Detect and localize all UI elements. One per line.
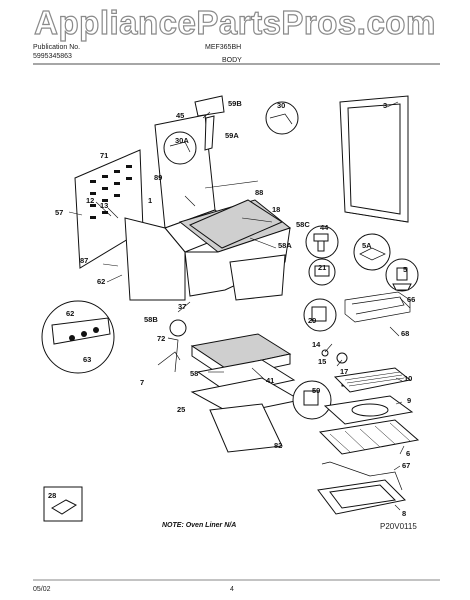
svg-text:6: 6 xyxy=(406,449,410,458)
svg-text:62: 62 xyxy=(97,277,105,286)
svg-text:41: 41 xyxy=(266,376,274,385)
part-66-bake-element xyxy=(344,291,411,323)
part-59-callout xyxy=(292,380,332,420)
part-30-bracket xyxy=(265,101,299,135)
svg-text:1: 1 xyxy=(148,196,152,205)
svg-text:3: 3 xyxy=(383,101,387,110)
svg-text:21: 21 xyxy=(318,263,326,272)
part-30a-bracket xyxy=(163,131,197,165)
part-45-hinge xyxy=(194,95,225,151)
part-6-oven-rack xyxy=(318,419,420,455)
page-number: 4 xyxy=(230,586,234,593)
svg-text:15: 15 xyxy=(318,357,326,366)
svg-text:58B: 58B xyxy=(144,315,158,324)
svg-text:14: 14 xyxy=(312,340,321,349)
svg-text:58C: 58C xyxy=(296,220,310,229)
part-5a-callout xyxy=(353,233,391,271)
svg-text:62: 62 xyxy=(66,309,74,318)
part-21-clip-callout xyxy=(308,258,336,286)
part-labels: 3 30 30A 45 59B 59A 71 89 1 88 18 58C 58… xyxy=(48,99,415,518)
part-67-wire xyxy=(321,461,403,491)
svg-text:88: 88 xyxy=(255,188,263,197)
svg-text:71: 71 xyxy=(100,151,108,160)
section-title: BODY xyxy=(222,57,242,64)
svg-text:67: 67 xyxy=(402,461,410,470)
svg-text:18: 18 xyxy=(272,205,280,214)
svg-text:5A: 5A xyxy=(362,241,372,250)
svg-text:82: 82 xyxy=(274,441,282,450)
svg-text:58: 58 xyxy=(190,369,198,378)
svg-text:8: 8 xyxy=(402,509,406,518)
svg-text:30: 30 xyxy=(277,101,285,110)
svg-text:25: 25 xyxy=(177,405,185,414)
svg-text:10: 10 xyxy=(404,374,412,383)
svg-text:12: 12 xyxy=(86,196,94,205)
watermark-text: AppliancePartsPros.com xyxy=(34,3,436,41)
svg-text:7: 7 xyxy=(140,378,144,387)
svg-text:89: 89 xyxy=(154,173,162,182)
svg-text:72: 72 xyxy=(157,334,165,343)
part-28-inset xyxy=(43,486,83,522)
model-number: MEF365BH xyxy=(205,44,242,51)
part-62-inset-detail xyxy=(41,300,115,374)
part-58c-top-cover xyxy=(188,199,284,249)
publication-number: 5995345863 xyxy=(33,53,72,60)
svg-text:45: 45 xyxy=(176,111,184,120)
svg-text:29: 29 xyxy=(308,316,316,325)
part-10-broiler-pan xyxy=(333,367,412,393)
part-8-drip-tray xyxy=(317,479,407,515)
svg-text:9: 9 xyxy=(407,396,411,405)
part-3-door-frame xyxy=(339,95,409,223)
svg-text:59B: 59B xyxy=(228,99,242,108)
svg-text:63: 63 xyxy=(83,355,91,364)
leader-lines xyxy=(68,101,411,511)
svg-text:57: 57 xyxy=(55,208,63,217)
svg-text:87: 87 xyxy=(80,256,88,265)
part-7-rod xyxy=(157,351,181,366)
svg-text:13: 13 xyxy=(100,201,108,210)
svg-text:37: 37 xyxy=(178,302,186,311)
part-82-bottom-panel xyxy=(209,403,283,453)
part-29-callout xyxy=(303,298,337,332)
svg-text:30A: 30A xyxy=(175,136,189,145)
part-9-pan xyxy=(323,395,414,425)
part-44-screw-callout xyxy=(305,225,339,259)
svg-text:66: 66 xyxy=(407,295,415,304)
svg-text:58A: 58A xyxy=(278,241,292,250)
svg-text:5: 5 xyxy=(403,265,407,274)
svg-text:17: 17 xyxy=(340,367,348,376)
svg-text:28: 28 xyxy=(48,491,56,500)
svg-text:44: 44 xyxy=(320,223,329,232)
publication-label: Publication No. xyxy=(33,44,81,51)
part-37-cap xyxy=(169,319,187,337)
figure-code: P20V0115 xyxy=(380,522,417,531)
part-72-rod xyxy=(167,337,179,373)
oven-liner-note: NOTE: Oven Liner N/A xyxy=(162,522,237,529)
svg-text:68: 68 xyxy=(401,329,409,338)
svg-text:59: 59 xyxy=(312,386,320,395)
svg-text:59A: 59A xyxy=(225,131,239,140)
part-5-callout xyxy=(385,258,419,292)
part-14-15-small xyxy=(321,349,348,364)
footer-date: 05/02 xyxy=(33,586,51,593)
